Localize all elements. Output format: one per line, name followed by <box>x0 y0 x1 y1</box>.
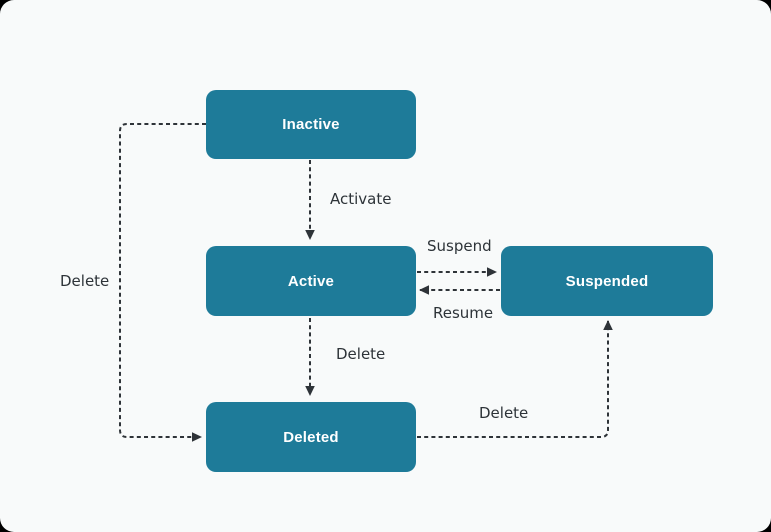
state-node-inactive-label: Inactive <box>282 116 340 133</box>
state-node-suspended: Suspended <box>501 246 713 316</box>
edge-label-delete-from-inactive: Delete <box>60 272 110 290</box>
edge-label-suspend: Suspend <box>427 237 492 255</box>
state-node-active-label: Active <box>287 272 335 290</box>
edge-delete-from-deleted-line <box>417 320 613 438</box>
edge-delete-from-inactive-line <box>119 123 206 442</box>
edge-label-resume: Resume <box>433 304 494 322</box>
state-node-suspended-label: Suspended <box>565 272 649 290</box>
edge-label-delete-from-active: Delete <box>336 345 386 363</box>
state-node-inactive: Inactive <box>206 90 416 159</box>
edge-label-delete-from-deleted: Delete <box>479 404 529 422</box>
edge-label-activate: Activate <box>330 190 392 208</box>
state-node-active: Active <box>206 246 416 316</box>
state-node-deleted-label: Deleted <box>283 428 339 446</box>
state-node-deleted: Deleted <box>206 402 416 472</box>
